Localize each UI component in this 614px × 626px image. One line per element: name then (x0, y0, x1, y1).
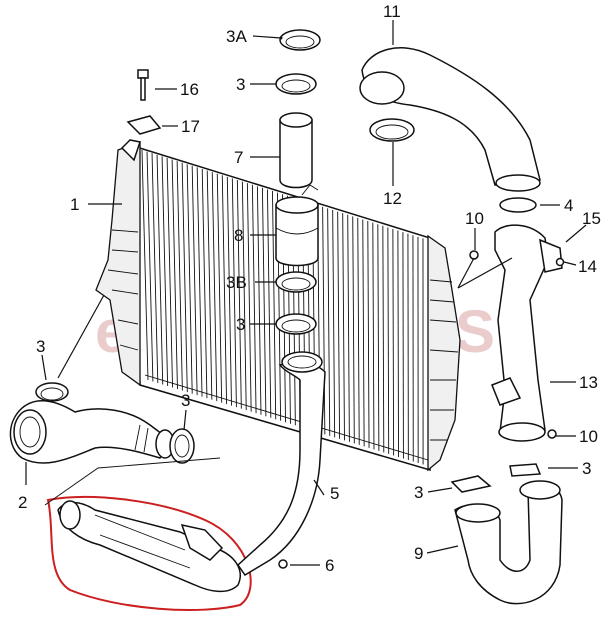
clamp-3a (279, 29, 321, 51)
highlighted-pipe (57, 500, 241, 593)
radiator-fin (377, 224, 380, 451)
bolt-6 (278, 559, 288, 569)
radiator-fin (206, 170, 213, 400)
sleeve-7 (279, 112, 313, 189)
radiator-fin (372, 222, 375, 450)
radiator-fin (236, 179, 242, 409)
radiator-fin (261, 187, 267, 417)
radiator-fin (337, 211, 341, 439)
label-3-left-upper: 3 (36, 337, 45, 356)
leader-lines (25, 20, 587, 566)
radiator-fin (216, 173, 223, 403)
label-17: 17 (181, 117, 200, 136)
radiator-fin (342, 213, 345, 441)
label-8: 8 (234, 226, 243, 245)
clamp-3-top (275, 73, 317, 95)
label-3-mid: 3 (236, 315, 245, 334)
label-3b: 3B (226, 273, 247, 292)
radiator-fin (266, 189, 272, 418)
coupler-8 (275, 184, 319, 267)
label-2: 2 (18, 493, 27, 512)
clamp-4 (499, 197, 537, 213)
radiator-fin (156, 154, 164, 385)
label-12: 12 (383, 189, 402, 208)
radiator-fin (357, 217, 360, 445)
pipe-5 (237, 351, 326, 577)
radiator-fin (166, 157, 174, 388)
radiator-fin (322, 206, 326, 435)
radiator-fin (141, 149, 149, 381)
radiator-fin (171, 159, 178, 390)
radiator-fin (151, 153, 159, 384)
pipe-13 (491, 224, 563, 442)
radiator-fin (176, 161, 183, 391)
label-6: 6 (325, 556, 334, 575)
radiator-fin (367, 221, 370, 448)
radiator-fin (191, 165, 198, 396)
radiator-fin (382, 225, 385, 453)
radiator-fin (226, 176, 232, 406)
screw-10-upper (469, 250, 479, 260)
radiator-fin (387, 227, 390, 454)
radiator-fin (392, 228, 395, 456)
radiator-fin (256, 186, 262, 415)
radiator-fin (221, 175, 228, 405)
radiator-fin (211, 172, 218, 402)
clamp-12 (369, 118, 415, 142)
part-labels: 3A 3 16 17 7 1 8 3B 3 11 12 4 10 15 14 1… (18, 2, 601, 575)
red-highlight-outline (46, 495, 252, 611)
label-7: 7 (234, 148, 243, 167)
label-3-right-b: 3 (582, 459, 591, 478)
radiator-fin (246, 183, 252, 412)
radiator-fin (362, 219, 365, 447)
radiator-fin (332, 209, 336, 438)
hose-2 (9, 399, 175, 464)
intercooler-core (95, 139, 461, 472)
label-5: 5 (330, 484, 339, 503)
radiator-fin (251, 184, 257, 414)
label-1: 1 (70, 195, 79, 214)
label-3-left-lower: 3 (181, 391, 190, 410)
radiator-fin (347, 214, 350, 442)
radiator-fin (272, 191, 277, 420)
screw-14 (555, 257, 565, 267)
clamp-3-left-upper (35, 382, 69, 402)
radiator-fin (352, 216, 355, 444)
radiator-fin (402, 232, 404, 459)
radiator-fin (201, 168, 208, 399)
label-3-right-a: 3 (414, 483, 423, 502)
screw-10-lower (547, 429, 557, 439)
label-9: 9 (414, 544, 423, 563)
hose-11 (359, 47, 541, 192)
clamp-3-right-a (450, 475, 492, 493)
label-4: 4 (564, 196, 573, 215)
radiator-fin (146, 151, 154, 382)
radiator-fin (231, 178, 237, 408)
label-3-top: 3 (236, 75, 245, 94)
radiator-fin (397, 230, 399, 457)
radiator-fin (241, 181, 247, 411)
hose-9 (454, 480, 563, 605)
radiator-fin (196, 167, 203, 397)
clamp-3b (275, 271, 317, 293)
label-16: 16 (180, 80, 199, 99)
label-14: 14 (578, 257, 597, 276)
clip-17 (126, 115, 162, 135)
bolt-16 (137, 69, 149, 101)
clamp-3-mid (275, 313, 317, 335)
label-10-lower: 10 (579, 427, 598, 446)
label-13: 13 (579, 373, 598, 392)
label-15: 15 (582, 209, 601, 228)
radiator-fin (161, 156, 169, 387)
label-3a: 3A (226, 27, 247, 46)
radiator-fin (327, 208, 331, 436)
label-11: 11 (383, 2, 401, 21)
clamp-3-right-b (509, 463, 542, 477)
label-10-upper: 10 (465, 209, 484, 228)
clamp-3-left-lower (169, 428, 195, 464)
radiator-fin (181, 162, 188, 393)
radiator-fin (186, 164, 193, 394)
